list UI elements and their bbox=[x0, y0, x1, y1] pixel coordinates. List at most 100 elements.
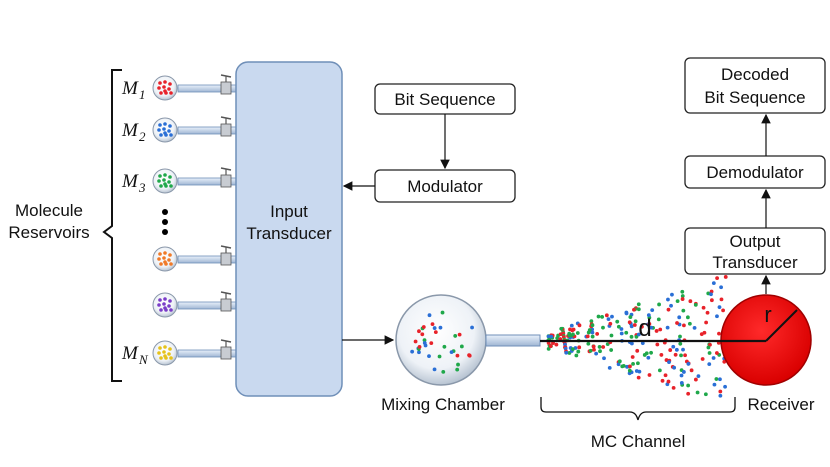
valve-icon[interactable] bbox=[220, 339, 232, 360]
molecule-dot bbox=[686, 383, 691, 388]
molecule-dot bbox=[717, 331, 721, 336]
input-transducer-box bbox=[235, 61, 343, 397]
molecule-dot bbox=[600, 314, 605, 319]
reservoir-subscript: 2 bbox=[139, 129, 146, 144]
molecule-dot bbox=[595, 332, 600, 336]
molecule-dot bbox=[646, 355, 651, 360]
valve-icon[interactable] bbox=[220, 116, 232, 137]
reservoir-molecule bbox=[159, 184, 163, 188]
reservoir-molecule bbox=[169, 308, 173, 312]
output-transducer-label-line2: Transducer bbox=[712, 253, 798, 272]
molecule-dot bbox=[703, 392, 708, 397]
molecule-dot bbox=[591, 344, 596, 349]
molecule-dot bbox=[701, 305, 706, 310]
reservoir-molecule bbox=[169, 91, 173, 95]
molecule-dot bbox=[619, 331, 624, 336]
bit-sequence-label: Bit Sequence bbox=[394, 90, 495, 109]
valve-icon[interactable] bbox=[220, 74, 232, 95]
molecule-dot bbox=[624, 330, 629, 335]
molecule-dot bbox=[432, 326, 437, 330]
molecule-dot bbox=[666, 379, 671, 384]
molecule-dot bbox=[589, 319, 594, 324]
molecule-dot bbox=[634, 334, 639, 339]
molecule-dot bbox=[671, 344, 676, 349]
reservoir-molecule bbox=[163, 182, 167, 186]
molecule-dot bbox=[681, 308, 686, 313]
molecule-dot bbox=[718, 393, 723, 398]
molecule-dot bbox=[714, 377, 719, 381]
molecule-dot bbox=[577, 345, 582, 350]
molecule-dot bbox=[679, 353, 683, 358]
reservoir-molecule bbox=[168, 253, 172, 257]
molecule-dot bbox=[711, 281, 716, 286]
valve-icon[interactable] bbox=[220, 291, 232, 312]
reservoir-molecule bbox=[167, 87, 171, 91]
molecule-dot bbox=[576, 349, 581, 354]
molecule-dot bbox=[609, 348, 614, 352]
molecule-dot bbox=[679, 381, 684, 385]
molecule-dot bbox=[455, 367, 460, 372]
molecule-dot bbox=[663, 373, 668, 378]
molecule-dot bbox=[457, 332, 462, 337]
reservoir-molecule bbox=[167, 180, 171, 184]
molecule-dot bbox=[629, 324, 634, 329]
reservoir-molecule bbox=[163, 297, 167, 301]
mixing-outlet-pipe bbox=[485, 334, 541, 347]
reservoir-subscript: 3 bbox=[138, 180, 146, 195]
molecule-dot bbox=[685, 315, 690, 320]
molecule-dot bbox=[700, 357, 705, 361]
molecule-dot bbox=[608, 321, 613, 326]
molecule-dot bbox=[594, 351, 599, 356]
molecule-dot bbox=[717, 305, 722, 310]
molecule-dot bbox=[410, 349, 415, 354]
molecule-dot bbox=[422, 341, 427, 345]
reservoir-5 bbox=[152, 291, 237, 318]
molecule-dot bbox=[564, 350, 569, 355]
reservoir-molecule bbox=[159, 308, 163, 312]
molecule-dot bbox=[627, 368, 632, 373]
molecule-dot bbox=[654, 329, 659, 333]
reservoir-symbol: M bbox=[121, 78, 139, 99]
reservoir-molecule bbox=[159, 91, 163, 95]
molecule-dot bbox=[657, 302, 661, 307]
molecule-dot bbox=[702, 330, 707, 335]
reservoir-molecule bbox=[169, 184, 173, 188]
reservoir-molecule bbox=[169, 133, 173, 137]
valve-icon[interactable] bbox=[220, 245, 232, 266]
molecule-dot bbox=[569, 323, 574, 328]
molecule-dot bbox=[709, 292, 713, 297]
molecule-dot bbox=[672, 365, 677, 370]
molecule-dot bbox=[597, 345, 602, 349]
molecule-dot bbox=[417, 350, 421, 355]
molecule-dot bbox=[674, 347, 679, 352]
molecule-dot bbox=[635, 348, 640, 353]
reservoir-molecule bbox=[167, 258, 171, 262]
molecule-dot bbox=[707, 362, 712, 367]
valve-icon[interactable] bbox=[220, 167, 232, 188]
molecule-dot bbox=[658, 327, 663, 332]
molecule-dot bbox=[650, 308, 655, 313]
input-transducer-label-line1: Input bbox=[270, 202, 308, 221]
molecule-dot bbox=[548, 344, 553, 349]
molecule-dot bbox=[427, 313, 432, 318]
reservoir-molecule bbox=[157, 128, 161, 132]
molecule-dot bbox=[680, 294, 685, 298]
molecule-dot bbox=[630, 341, 634, 346]
molecule-dot bbox=[636, 307, 641, 312]
input-transducer-label-line2: Transducer bbox=[246, 224, 332, 243]
molecule-dot bbox=[636, 332, 641, 337]
molecule-dot bbox=[549, 334, 554, 339]
output-transducer-label-line1: Output bbox=[729, 232, 780, 251]
demodulator-box bbox=[684, 155, 826, 189]
reservoir-molecule bbox=[168, 347, 172, 351]
reservoir-molecule bbox=[168, 175, 172, 179]
molecule-dot bbox=[592, 347, 596, 352]
molecule-dot bbox=[467, 353, 472, 358]
molecule-dot bbox=[421, 325, 426, 329]
molecule-dot bbox=[588, 348, 593, 353]
molecule-dot bbox=[577, 323, 582, 328]
molecule-dot bbox=[679, 373, 684, 378]
molecule-dot bbox=[715, 314, 719, 319]
